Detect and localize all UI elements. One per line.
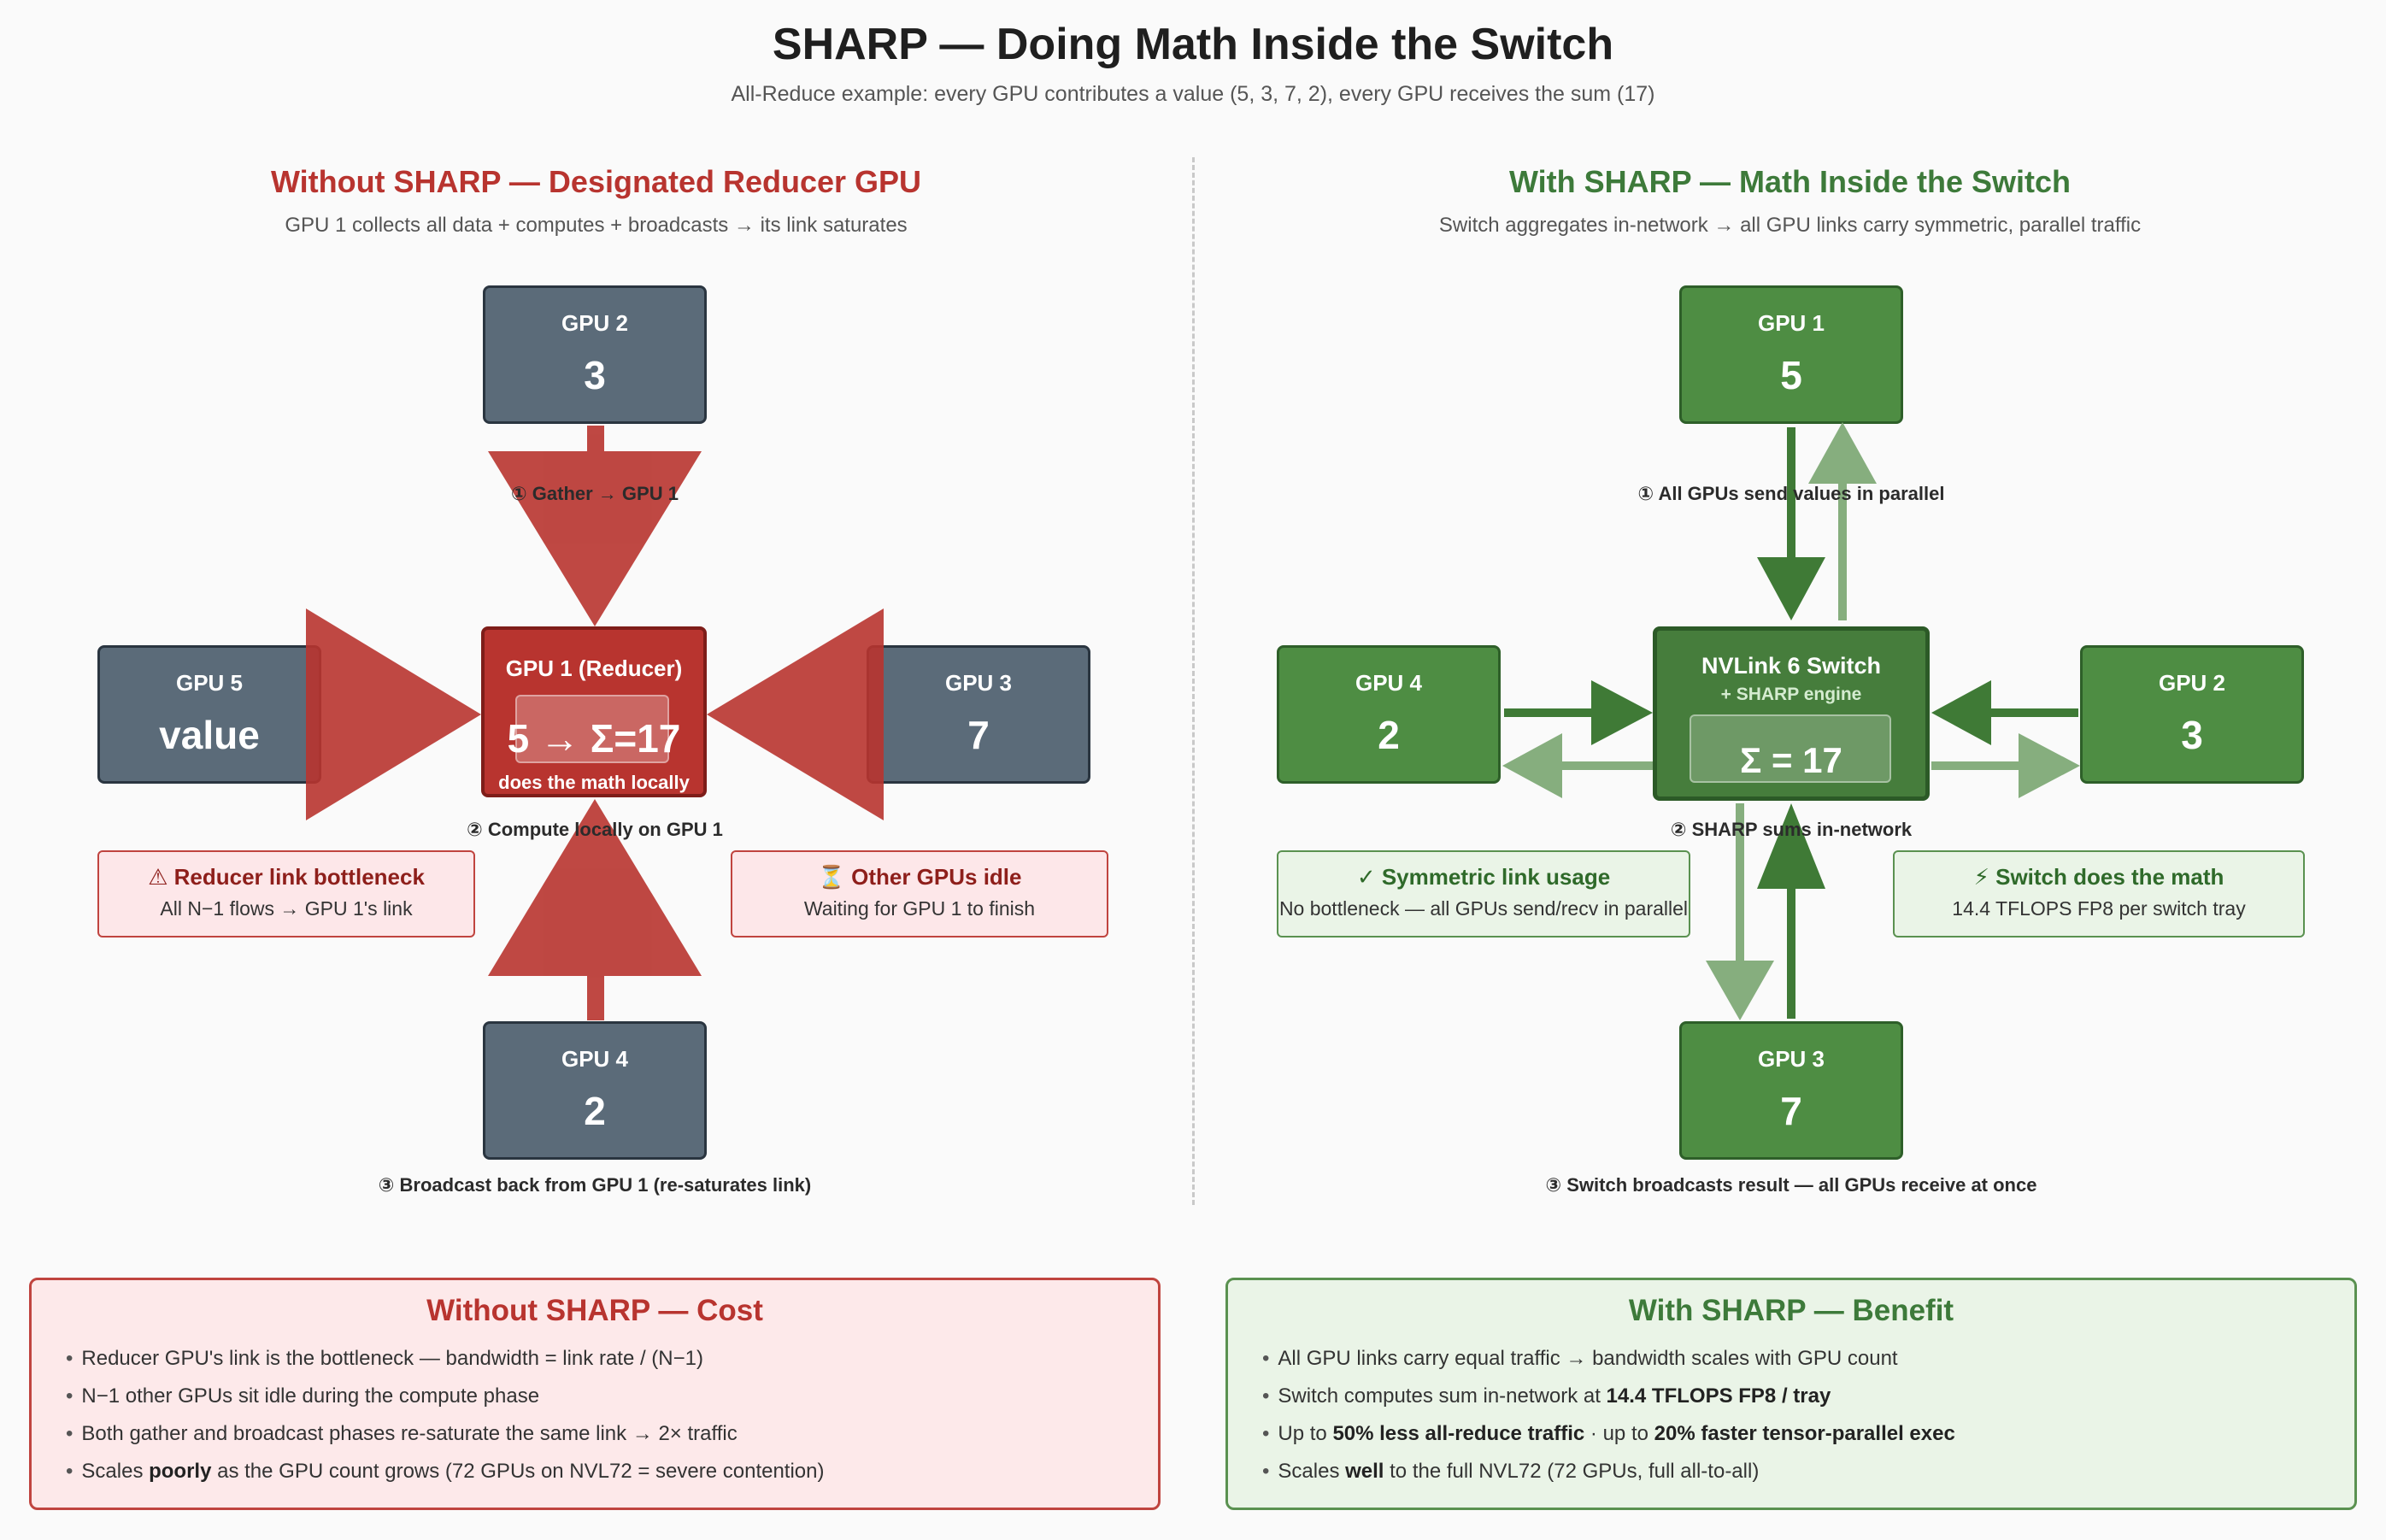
gpu-value: 7 <box>1780 1089 1802 1133</box>
gpu-value: 2 <box>584 1089 606 1133</box>
right-gpu-left: GPU 4 2 <box>1277 645 1501 784</box>
broadcast-arrow-bottom <box>488 799 702 976</box>
switch-label: NVLink 6 Switch <box>1701 653 1882 679</box>
page-title: SHARP — Doing Math Inside the Switch <box>772 20 1614 69</box>
send-arrow-right <box>1931 680 1991 745</box>
benefit-panel-title: With SHARP — Benefit <box>1628 1294 1954 1327</box>
cost-panel-title: Without SHARP — Cost <box>426 1294 763 1327</box>
list-item: •Switch computes sum in-network at 14.4 … <box>1262 1384 1831 1408</box>
recv-arrow-top <box>1808 422 1877 484</box>
gpu-value: 3 <box>584 353 606 397</box>
callout-title: ✓ Symmetric link usage <box>1356 864 1611 890</box>
right-step-2: ② SHARP sums in-network <box>1670 819 1913 840</box>
reducer-note: does the math locally <box>498 772 690 793</box>
gpu-value: 7 <box>967 713 990 757</box>
list-item: •Reducer GPU's link is the bottleneck — … <box>66 1347 703 1370</box>
callout-desc: All N−1 flows → GPU 1's link <box>160 897 413 920</box>
reducer-gpu: GPU 1 (Reducer) 5 → Σ=17 does the math l… <box>481 626 707 797</box>
callout-title: ⚡ Switch does the math <box>1973 864 2224 890</box>
page-subtitle: All-Reduce example: every GPU contribute… <box>731 82 1655 106</box>
gather-arrow-right <box>707 608 884 820</box>
reducer-value: 5 → Σ=17 <box>507 716 681 761</box>
gather-arrows <box>306 426 884 1020</box>
send-arrow-left <box>1591 680 1653 745</box>
gpu-value: value <box>159 713 260 757</box>
symmetric-link-callout: ✓ Symmetric link usage No bottleneck — a… <box>1277 850 1690 938</box>
recv-arrow-left <box>1502 733 1562 798</box>
cost-panel: Without SHARP — Cost •Reducer GPU's link… <box>29 1278 1161 1510</box>
left-panel-subtitle: GPU 1 collects all data + computes + bro… <box>285 214 908 237</box>
nvlink-switch: NVLink 6 Switch + SHARP engine Σ = 17 <box>1653 626 1930 801</box>
right-gpu-right: GPU 2 3 <box>2080 645 2304 784</box>
gpu-value: 3 <box>2181 713 2203 757</box>
left-panel-title: Without SHARP — Designated Reducer GPU <box>270 164 922 199</box>
list-item: •Scales well to the full NVL72 (72 GPUs,… <box>1262 1460 1760 1483</box>
callout-desc: No bottleneck — all GPUs send/recv in pa… <box>1278 897 1689 920</box>
benefit-list: •All GPU links carry equal traffic → ban… <box>1262 1340 2354 1490</box>
gpu-label: GPU 4 <box>1355 670 1423 696</box>
right-step-1: ① All GPUs send values in parallel <box>1637 483 1945 504</box>
reducer-label: GPU 1 (Reducer) <box>505 655 683 681</box>
list-item: •Up to 50% less all-reduce traffic · up … <box>1262 1422 1955 1445</box>
reducer-value-box <box>515 695 669 763</box>
send-arrow-top <box>1757 557 1825 620</box>
left-gpu-bottom: GPU 4 2 <box>483 1021 707 1160</box>
switch-value: Σ = 17 <box>1740 740 1842 780</box>
gather-arrow-top <box>488 451 702 626</box>
callout-title: ⏳ Other GPUs idle <box>817 864 1022 890</box>
callout-desc: 14.4 TFLOPS FP8 per switch tray <box>1952 897 2246 920</box>
gpu-label: GPU 3 <box>1757 1046 1825 1072</box>
send-arrow-bottom <box>1757 803 1825 889</box>
section-divider <box>1192 157 1195 1205</box>
switch-math-callout: ⚡ Switch does the math 14.4 TFLOPS FP8 p… <box>1893 850 2305 938</box>
gpu-label: GPU 3 <box>944 670 1013 696</box>
gpu-label: GPU 4 <box>561 1046 629 1072</box>
gpu-value: 2 <box>1378 713 1400 757</box>
left-step-2: ② Compute locally on GPU 1 <box>467 819 723 840</box>
gather-arrow-left <box>306 608 481 820</box>
callout-desc: Waiting for GPU 1 to finish <box>803 897 1036 920</box>
gather-arrow-top-shaft <box>587 426 604 451</box>
recv-arrow-right <box>2019 733 2080 798</box>
left-gpu-left: GPU 5 value <box>97 645 321 784</box>
right-gpu-bottom: GPU 3 7 <box>1679 1021 1903 1160</box>
gpu-label: GPU 2 <box>561 310 629 336</box>
list-item: •All GPU links carry equal traffic → ban… <box>1262 1347 1898 1370</box>
left-step-1: ① Gather → GPU 1 <box>511 483 679 504</box>
gpus-idle-callout: ⏳ Other GPUs idle Waiting for GPU 1 to f… <box>731 850 1108 938</box>
reducer-bottleneck-callout: ⚠ Reducer link bottleneck All N−1 flows … <box>97 850 475 938</box>
gpu-label: GPU 5 <box>175 670 244 696</box>
callout-title: ⚠ Reducer link bottleneck <box>148 864 425 890</box>
recv-arrow-bottom <box>1706 961 1774 1020</box>
benefit-panel: With SHARP — Benefit •All GPU links carr… <box>1225 1278 2357 1510</box>
left-step-3: ③ Broadcast back from GPU 1 (re-saturate… <box>378 1174 812 1196</box>
list-item: •N−1 other GPUs sit idle during the comp… <box>66 1384 540 1408</box>
right-panel-subtitle: Switch aggregates in-network → all GPU l… <box>1438 214 2142 237</box>
left-gpu-top: GPU 2 3 <box>483 285 707 424</box>
gpu-label: GPU 1 <box>1757 310 1825 336</box>
gpu-label: GPU 2 <box>2158 670 2226 696</box>
sharp-arrows <box>1502 422 2080 1020</box>
list-item: •Both gather and broadcast phases re-sat… <box>66 1422 738 1445</box>
left-gpu-right: GPU 3 7 <box>867 645 1090 784</box>
cost-list: •Reducer GPU's link is the bottleneck — … <box>66 1340 1158 1490</box>
broadcast-arrow-bottom-shaft <box>587 976 604 1020</box>
right-step-3: ③ Switch broadcasts result — all GPUs re… <box>1545 1174 2037 1196</box>
switch-sublabel: + SHARP engine <box>1720 685 1862 704</box>
gpu-value: 5 <box>1780 353 1802 397</box>
right-gpu-top: GPU 1 5 <box>1679 285 1903 424</box>
switch-value-box <box>1690 714 1891 783</box>
list-item: •Scales poorly as the GPU count grows (7… <box>66 1460 825 1483</box>
right-panel-title: With SHARP — Math Inside the Switch <box>1508 164 2072 199</box>
